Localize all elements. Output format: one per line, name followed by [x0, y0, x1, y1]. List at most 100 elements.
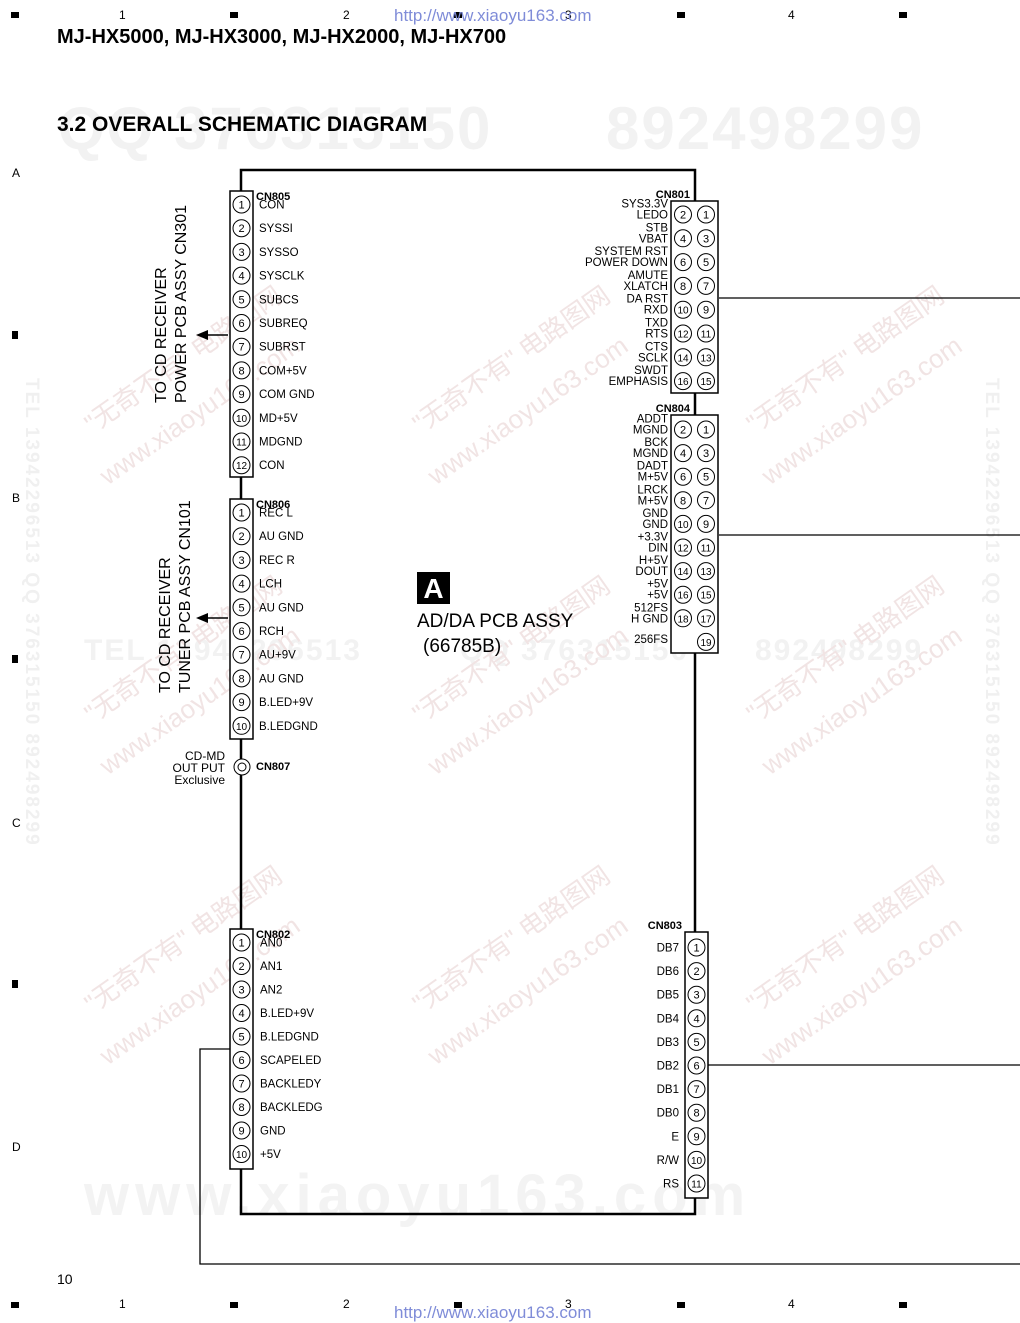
grid-row-label: B — [12, 491, 21, 505]
pin-label: MDGND — [259, 437, 302, 449]
pin-circle — [697, 444, 715, 463]
pin-label: DB1 — [657, 1084, 679, 1096]
section-title: 3.2 OVERALL SCHEMATIC DIAGRAM — [57, 113, 428, 136]
pin-circle — [232, 408, 251, 427]
pin-circle — [674, 348, 692, 367]
pin-number: 1 — [238, 200, 244, 212]
pin-circle — [232, 669, 251, 688]
pin-label: ADDT — [637, 414, 668, 426]
pin-number: 5 — [238, 294, 244, 306]
pin-number: 12 — [677, 330, 689, 341]
pin-label: RCH — [259, 626, 284, 638]
pin-label: XLATCH — [623, 281, 668, 293]
pin-circle — [687, 1127, 706, 1146]
pin-label: SCLK — [638, 352, 668, 364]
arrow-cn805 — [196, 330, 208, 340]
pin-number: 4 — [238, 271, 244, 283]
page-number: 10 — [57, 1271, 73, 1287]
destination-cn805: TO CD RECEIVER POWER PCB ASSY CN301 — [152, 205, 192, 403]
pin-circle — [697, 276, 715, 295]
pin-number: 5 — [703, 472, 709, 484]
watermark-url-top: http://www.xiaoyu163.com — [394, 6, 592, 25]
pin-circle — [232, 598, 251, 617]
connector-name: CN804 — [656, 403, 691, 415]
pin-number: 7 — [703, 281, 709, 293]
pin-label: SYSCLK — [259, 271, 305, 283]
pin-label: GND — [642, 508, 668, 520]
pin-label: SYSSO — [259, 247, 299, 259]
pin-number: 16 — [677, 591, 689, 602]
pin-label: SYS3.3V — [621, 199, 668, 211]
pin-number: 10 — [236, 1150, 248, 1161]
pin-label: DIN — [648, 543, 668, 555]
destination-line: TO CD RECEIVER — [157, 557, 174, 693]
pin-circle — [697, 253, 715, 272]
pin-circle — [687, 1056, 706, 1075]
pin-number: 7 — [693, 1084, 699, 1096]
pin-circle — [232, 361, 251, 380]
watermark-qq: QQ 376315150 — [58, 95, 493, 162]
pin-number: 2 — [238, 223, 244, 235]
pin-number: 6 — [693, 1061, 699, 1073]
destination-cn806: TO CD RECEIVER TUNER PCB ASSY CN101 — [156, 500, 196, 693]
pin-label: B.LED+9V — [260, 1008, 314, 1020]
pin-label: DB6 — [657, 966, 679, 978]
pin-number: 18 — [677, 614, 689, 625]
pin-circle — [687, 1032, 706, 1051]
grid-col-label: 4 — [788, 1297, 795, 1311]
connector-name: CN801 — [656, 189, 690, 201]
pin-number: 11 — [236, 438, 247, 449]
pin-number: 7 — [238, 1079, 244, 1091]
destination-line: TUNER PCB ASSY CN101 — [177, 500, 194, 693]
pin-label: DB2 — [657, 1061, 679, 1073]
pin-number: 8 — [238, 673, 244, 685]
model-title: MJ-HX5000, MJ-HX3000, MJ-HX2000, MJ-HX70… — [57, 26, 507, 48]
pin-circle — [674, 562, 692, 581]
pin-number: 13 — [700, 567, 712, 578]
pin-circle — [232, 219, 251, 238]
pin-number: 8 — [680, 281, 686, 293]
pin-circle — [697, 562, 715, 581]
pin-circle — [697, 372, 715, 391]
pin-circle — [232, 1074, 251, 1093]
pin-circle — [232, 290, 251, 309]
pin-number: 10 — [236, 414, 248, 425]
pin-circle — [674, 300, 692, 319]
pin-circle — [232, 1004, 251, 1022]
pin-number: 5 — [238, 1032, 244, 1044]
pin-number: 10 — [677, 520, 689, 531]
grid-row-label: C — [12, 816, 21, 830]
grid-col-label: 3 — [565, 1297, 572, 1311]
pin-number: 6 — [238, 626, 244, 638]
grid-row-label: D — [12, 1140, 21, 1154]
pin-label: VBAT — [639, 233, 668, 245]
pin-number: 9 — [693, 1131, 699, 1143]
grid-marker — [230, 12, 238, 18]
pin-number: 3 — [693, 990, 699, 1002]
grid-marker — [11, 12, 19, 18]
pin-label: MGND — [633, 448, 668, 460]
pin-circle — [697, 609, 715, 628]
pin-label: LEDO — [637, 210, 668, 222]
pin-number: 1 — [238, 508, 244, 520]
pin-circle — [687, 938, 706, 957]
wire-cn802 — [199, 1048, 1020, 1265]
grid-marker — [899, 1302, 907, 1308]
pin-circle — [232, 716, 251, 735]
pin-number: 7 — [238, 342, 244, 354]
pin-circle — [697, 348, 715, 367]
pin-label: MD+5V — [259, 413, 298, 425]
pin-number: 4 — [238, 579, 244, 591]
pin-label: SYSTEM RST — [595, 246, 668, 258]
pin-circle — [232, 693, 251, 712]
pin-number: 3 — [703, 233, 709, 245]
pin-label: DB3 — [657, 1037, 679, 1049]
pin-circle — [232, 1051, 251, 1069]
grid-col-label: 1 — [119, 8, 126, 22]
pin-label: DB7 — [657, 943, 679, 955]
grid-row-label: A — [12, 166, 21, 180]
pin-number: 4 — [680, 448, 686, 460]
pin-label: SUBRST — [259, 342, 306, 354]
